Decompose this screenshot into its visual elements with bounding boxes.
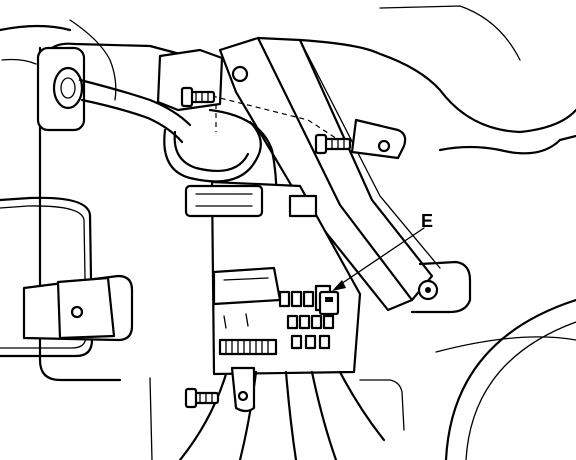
left-connector — [22, 274, 134, 342]
right-panel-outline — [298, 5, 576, 314]
round-trim — [435, 298, 576, 460]
fuse-box — [184, 180, 362, 376]
callout-label-e: E — [421, 211, 434, 231]
left-panel-recess — [0, 196, 94, 358]
screw-middle — [314, 118, 407, 160]
terminal-strip — [218, 338, 278, 356]
component-e — [318, 290, 340, 316]
grommet-left — [36, 46, 192, 144]
alignment-lines — [211, 95, 349, 147]
callout-leader-e — [332, 227, 425, 291]
bottom-harness — [149, 370, 405, 460]
screw-lower — [184, 366, 256, 413]
screw-upper — [180, 86, 216, 108]
mounting-bracket — [218, 36, 441, 312]
